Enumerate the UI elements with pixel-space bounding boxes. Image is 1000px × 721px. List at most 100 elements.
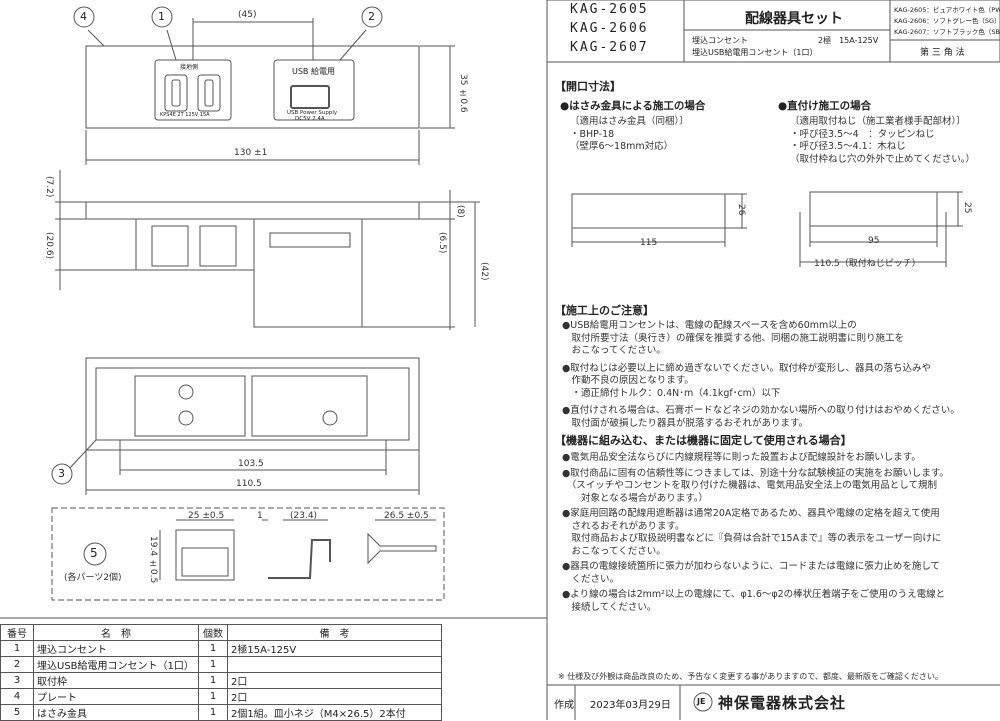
caution-line: ●USB給電用コンセントは、電線の配線スペースを含め60mm以上の (562, 320, 857, 331)
dim-side-r3: (42) (479, 262, 489, 281)
table-row: 5 はさみ金具 1 2個1組。皿小ネジ（M4×26.5）2本付 (0, 704, 442, 721)
parts-dim-4: (23.4) (290, 511, 318, 521)
equipment-line: 対象となる場合があります。） (562, 492, 709, 504)
equipment-line: （スイッチやコンセントを取り付けた機器は、電気用品安全法上の電気用品として規制 (562, 480, 937, 491)
screw-width: 95 (868, 236, 880, 246)
cautions-list: ●USB給電用コンセントは、電線の配線スペースを含め60mm以上の 取付所要寸法… (562, 320, 994, 430)
cell: 2口 (227, 672, 442, 689)
screw-line: ・呼び径3.5～4.1：木ねじ (790, 141, 906, 152)
equipment-line: ●家庭用回路の配線用遮断器は通常20A定格であるため、器具や電線の定格を超えて使… (562, 508, 940, 519)
cell: 1 (198, 688, 228, 705)
caution-line: 取付面が破損したり器具が脱落するおそれがあります。 (562, 417, 809, 429)
callout-2: 2 (368, 10, 375, 23)
equipment-line: ●取付商品に固有の信頼性等につきましては、別途十分な試験検証の実施をお願いします… (562, 467, 949, 479)
equipment-line: 接続してください。 (562, 601, 657, 613)
dim-pitch: (45) (238, 10, 257, 20)
clamp-opening-rect (571, 193, 726, 229)
equipment-line: おこなってください。 (562, 545, 666, 557)
company-name: 神保電器株式会社 (718, 694, 847, 712)
equipment-line: 取付商品および取扱説明書などに『負荷は合計で15Aまで』等の表示をユーザー向けに (562, 533, 942, 544)
cell: 埋込コンセント (33, 640, 199, 657)
clamp-heading: ●はさみ金具による施工の場合 (560, 100, 706, 112)
header-cell: 備 考 (227, 624, 442, 641)
cell: 1 (0, 640, 34, 657)
parts-table: 番号 名 称 個数 備 考 1 埋込コンセント 1 2極15A-125V 2 埋… (0, 624, 442, 721)
table-row: 1 埋込コンセント 1 2極15A-125V (0, 640, 442, 657)
screw-heading: ●直付け施工の場合 (778, 100, 872, 112)
dim-bottom2: 110.5 (236, 479, 262, 489)
screw-pitch: 110.5（取付ねじピッチ） (814, 259, 921, 269)
caution-line: 取付所要寸法（奥行き）の確保を推奨する他、同梱の施工説明書に則り施工を (562, 332, 905, 344)
table-row: 2 埋込USB給電用コンセント（1口） 1 (0, 656, 442, 673)
dim-side-mid: (20.6) (44, 232, 54, 260)
product-line1-spec: 2極 15A-125V (818, 36, 879, 45)
clamp-width: 115 (640, 238, 658, 248)
cell: 1 (198, 656, 228, 673)
parts-dim-1: 25 ±0.5 (188, 511, 225, 521)
color-2: KAG-2606：ソフトグレー色（SG） (894, 17, 1000, 25)
equipment-heading: 【機器に組み込む、または機器に固定して使用される場合】 (555, 434, 852, 447)
model-3: KAG-2607 (570, 40, 649, 55)
product-line1: 埋込コンセント (692, 36, 748, 45)
model-2: KAG-2606 (570, 21, 649, 36)
projection: 第 三 角 法 (920, 48, 965, 58)
callout-4: 4 (80, 10, 87, 23)
frame-back-view (85, 357, 420, 451)
cell: 取付枠 (33, 672, 199, 689)
equipment-line: ●より線の場合は2mm²以上の電線にて、φ1.6～φ2の棒状圧着端子をご使用のう… (562, 589, 946, 600)
color-1: KAG-2605：ピュアホワイト色（PW） (894, 6, 1000, 14)
cell: 5 (0, 704, 34, 721)
usb-top-label: USB 給電用 (292, 67, 335, 76)
screw-opening-rect (809, 191, 938, 227)
plate-front-view (85, 45, 420, 129)
cell: 埋込USB給電用コンセント（1口） (33, 656, 199, 673)
caution-line: ●直付けされる場合は、石膏ボードなどネジの効かない場所への取り付けはおやめくださ… (562, 405, 960, 416)
footnote: ※ 仕様及び外観は商品改良のため、予告なく変更する事がありますので、都度、最新版… (558, 672, 943, 681)
callout-1: 1 (158, 10, 165, 23)
cell: 2個1組。皿小ネジ（M4×26.5）2本付 (227, 704, 442, 721)
dim-bottom1: 103.5 (238, 459, 264, 469)
company-logo-icon: JE (697, 697, 706, 706)
screw-line: ・呼び径3.5～4 ：タッピンねじ (790, 128, 935, 140)
usb-bottom-label1: USB Power Supply (287, 110, 338, 116)
screw-height: 25 (962, 202, 972, 214)
cell: 4 (0, 688, 34, 705)
cell: 1 (198, 640, 228, 657)
parts-dim-5: 26.5 ±0.5 (384, 511, 429, 521)
header-cell: 名 称 (33, 624, 199, 641)
cell: はさみ金具 (33, 704, 199, 721)
usb-bottom-label2: DC5V 2.4A (295, 116, 325, 122)
cell: 2口 (227, 688, 442, 705)
made-label: 作成 (554, 700, 574, 711)
clamp-line: 〔適用はさみ金具（同梱）〕 (570, 116, 689, 127)
screw-line: 〔適用取付ねじ（施工業者様手配部材）〕 (790, 116, 966, 127)
parts-note: (各パーツ2個) (64, 573, 122, 583)
table-header-row: 番号 名 称 個数 備 考 (0, 624, 442, 641)
equipment-line: ください。 (562, 573, 620, 585)
outlet-top-label: 接地側 (180, 64, 199, 71)
dim-side-r2: (6.5) (437, 232, 447, 254)
dim-width: 130 ±1 (234, 148, 268, 158)
made-date: 2023年03月29日 (590, 700, 671, 711)
dim-side-r1: (8) (455, 205, 465, 218)
caution-line: ●取付ねじは必要以上に締め過ぎないでください。取付枠が変形し、器具の落ち込みや (562, 362, 932, 374)
cell: 2 (0, 656, 34, 673)
cell: 2極15A-125V (227, 640, 442, 657)
parts-dim-2: 19.4 ±0.5 (148, 536, 158, 584)
equipment-line: ●器具の電線接続箇所に張力が加わらないように、コードまたは電線に張力止めを施して (562, 561, 941, 572)
clamp-line: （壁厚6～18mm対応） (570, 141, 674, 152)
cell: プレート (33, 688, 199, 705)
callout-5: 5 (90, 546, 98, 560)
product-line2: 埋込USB給電用コンセント（1口） (692, 48, 818, 57)
dim-side-top: (7.2) (44, 176, 54, 198)
header-cell: 番号 (0, 624, 34, 641)
screw-line: （取付枠ねじ穴の外外で止めてください。） (790, 153, 975, 165)
cell (227, 656, 442, 673)
table-row: 4 プレート 1 2口 (0, 688, 442, 705)
cell: 3 (0, 672, 34, 689)
table-row: 3 取付枠 1 2口 (0, 672, 442, 689)
caution-line: 作動不良の原因となります。 (562, 375, 694, 386)
caution-line: ・適正締付トルク：0.4N･m（4.1kgf･cm）以下 (562, 387, 781, 399)
outlet-bottom-label: KPS4E 2T 125V 15A (160, 112, 210, 118)
opening-heading: 【開口寸法】 (555, 80, 621, 93)
